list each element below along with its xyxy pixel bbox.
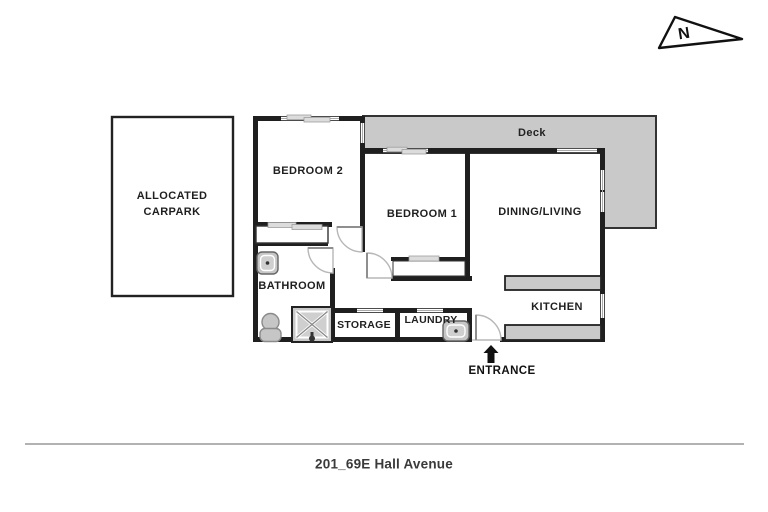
deck-label: Deck xyxy=(518,127,546,139)
bedroom1-closet xyxy=(392,255,466,277)
laundry-window xyxy=(417,308,443,313)
laundry-label: LAUNDRY xyxy=(404,314,457,326)
carpark-label-line2: CARPARK xyxy=(144,206,201,218)
doors xyxy=(307,226,502,341)
entrance-marker: ENTRANCE xyxy=(468,345,535,377)
bathroom-door xyxy=(307,247,334,274)
kitchen-right-window xyxy=(600,294,605,318)
bedroom1-top-window xyxy=(383,146,428,155)
carpark-area: ALLOCATED CARPARK xyxy=(110,115,235,298)
bedroom2-closet xyxy=(255,222,329,244)
storage-label: STORAGE xyxy=(337,319,391,331)
north-arrow-icon: N xyxy=(657,15,744,50)
bedroom2-top-window xyxy=(281,114,339,123)
bedroom1-door xyxy=(366,252,393,279)
bathroom-label: BATHROOM xyxy=(258,280,325,292)
bedroom2-deck-window xyxy=(360,123,365,143)
entrance-arrow-icon xyxy=(483,345,499,353)
entrance-label: ENTRANCE xyxy=(468,365,535,377)
kitchen-counters xyxy=(504,275,602,341)
north-label: N xyxy=(677,25,691,44)
storage-window xyxy=(357,308,383,313)
address-caption: 201_69E Hall Avenue xyxy=(315,457,453,472)
laundry-tub-icon xyxy=(442,320,470,342)
kitchen-label: KITCHEN xyxy=(531,301,583,313)
bedroom2-door xyxy=(336,226,363,253)
living-right-window xyxy=(600,170,605,212)
footer: 201_69E Hall Avenue xyxy=(25,443,744,472)
carpark-label-line1: ALLOCATED xyxy=(137,190,208,202)
windows xyxy=(281,114,605,318)
toilet-icon xyxy=(259,312,282,343)
dining-living-label: DINING/LIVING xyxy=(498,206,581,218)
dining-deck-door-opening xyxy=(557,148,597,153)
bedroom1-label: BEDROOM 1 xyxy=(387,208,457,220)
bathroom-sink-icon xyxy=(256,251,279,275)
entrance-door xyxy=(472,314,502,341)
shower-icon xyxy=(291,306,333,343)
bedroom2-label: BEDROOM 2 xyxy=(273,165,343,177)
